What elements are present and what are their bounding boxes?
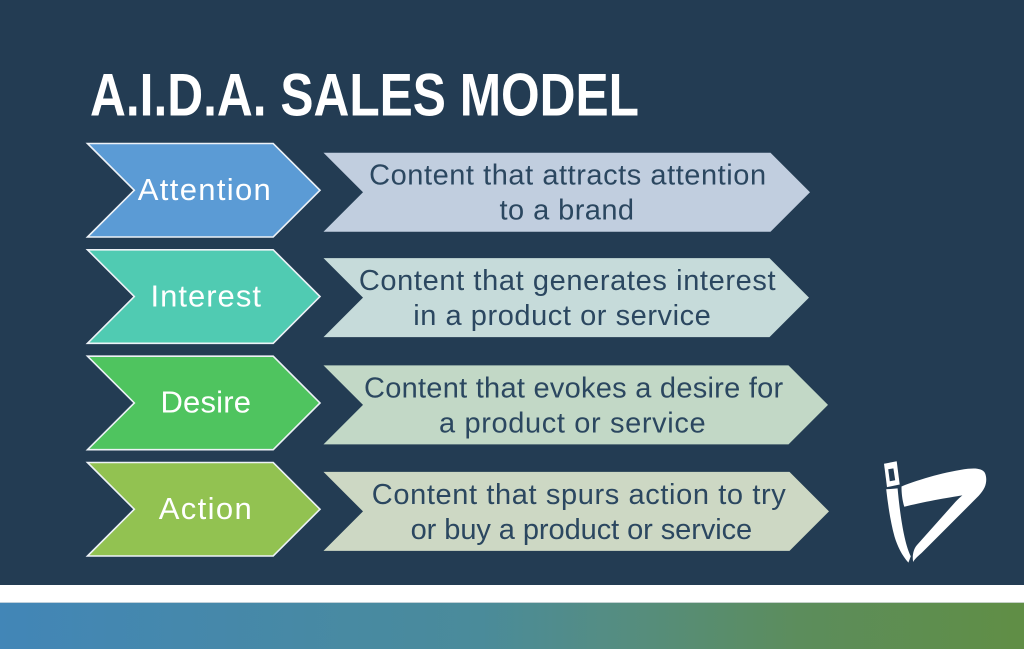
svg-text:in a product or service: in a product or service xyxy=(413,300,711,332)
svg-text:Desire: Desire xyxy=(160,385,251,420)
svg-text:Action: Action xyxy=(159,491,252,526)
svg-text:A.I.D.A. SALES MODEL: A.I.D.A. SALES MODEL xyxy=(90,62,639,129)
svg-text:Interest: Interest xyxy=(150,278,261,313)
svg-text:Content that generates interes: Content that generates interest xyxy=(359,265,776,297)
svg-text:Content that spurs action to t: Content that spurs action to try xyxy=(372,479,787,511)
svg-text:Attention: Attention xyxy=(138,172,271,207)
svg-text:Content that evokes a desire f: Content that evokes a desire for xyxy=(364,372,784,404)
svg-text:Content that attracts attentio: Content that attracts attention xyxy=(369,160,766,192)
svg-text:or buy a product or service: or buy a product or service xyxy=(411,514,753,546)
svg-text:a product or service: a product or service xyxy=(439,407,706,439)
svg-text:to a brand: to a brand xyxy=(500,195,635,227)
